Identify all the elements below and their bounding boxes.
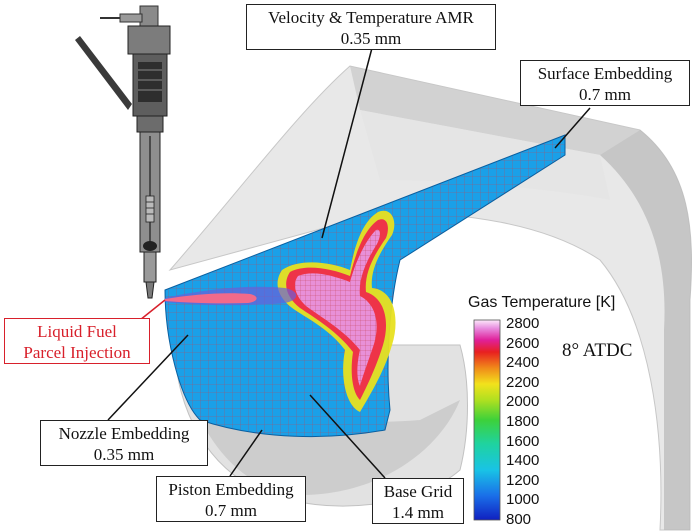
leader-lines	[107, 47, 591, 479]
legend-tick: 2400	[506, 354, 540, 372]
callout-liquid-fuel: Liquid Fuel Parcel Injection	[4, 318, 150, 364]
callout-surface-embedding: Surface Embedding 0.7 mm	[520, 60, 690, 106]
callout-velocity-amr-line1: Velocity & Temperature AMR	[268, 8, 474, 27]
leader-piston-embedding	[229, 429, 263, 477]
callout-nozzle-embedding-line2: 0.35 mm	[93, 445, 155, 464]
legend-tick: 2200	[506, 373, 540, 391]
callout-velocity-amr-line2: 0.35 mm	[340, 29, 402, 48]
legend-tick: 2800	[506, 315, 540, 332]
leader-surface-embedding	[554, 107, 591, 149]
callout-piston-embedding: Piston Embedding 0.7 mm	[156, 476, 306, 522]
legend-tick: 1200	[506, 471, 540, 489]
leader-liquid-fuel	[139, 299, 166, 321]
crank-angle-label: 8° ATDC	[562, 340, 633, 361]
legend-tick: 2000	[506, 393, 540, 411]
temperature-colorbar	[473, 319, 501, 521]
legend-tick: 1000	[506, 491, 540, 509]
fuel-injector	[75, 5, 171, 299]
legend-tick: 1800	[506, 413, 540, 430]
legend-tick: 800	[506, 511, 532, 528]
callout-piston-embedding-line2: 0.7 mm	[205, 501, 257, 520]
callout-nozzle-embedding: Nozzle Embedding 0.35 mm	[40, 420, 208, 466]
legend-tick: 1400	[506, 452, 540, 470]
callout-surface-embedding-line2: 0.7 mm	[579, 85, 631, 104]
leader-nozzle-embedding	[107, 334, 189, 421]
callout-nozzle-embedding-line1: Nozzle Embedding	[58, 424, 190, 443]
callout-surface-embedding-line1: Surface Embedding	[537, 64, 673, 83]
legend-tick: 1600	[506, 432, 540, 450]
legend-tick: 2600	[506, 334, 540, 352]
callout-liquid-fuel-line2: Parcel Injection	[23, 343, 131, 362]
callout-piston-embedding-line1: Piston Embedding	[168, 480, 294, 499]
leader-velocity-amr	[321, 47, 373, 239]
callout-base-grid-line1: Base Grid	[383, 482, 453, 501]
legend-title: Gas Temperature [K]	[468, 294, 616, 311]
callout-base-grid: Base Grid 1.4 mm	[372, 478, 464, 524]
callout-liquid-fuel-line1: Liquid Fuel	[37, 322, 117, 341]
callout-base-grid-line2: 1.4 mm	[392, 503, 444, 522]
leader-base-grid	[309, 394, 386, 479]
callout-velocity-amr: Velocity & Temperature AMR 0.35 mm	[246, 4, 496, 50]
mesh-plane	[164, 134, 566, 438]
